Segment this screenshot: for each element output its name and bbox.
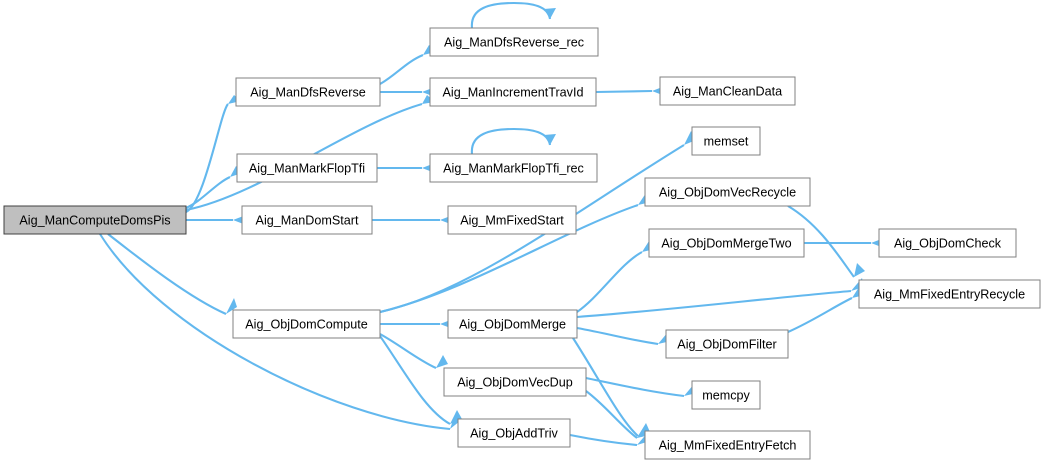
node-box[interactable] [241, 205, 373, 235]
node-label: Aig_MmFixedEntryRecycle [874, 287, 1025, 301]
edge-layer [99, 1, 884, 447]
node-box[interactable] [644, 430, 811, 460]
node-memset[interactable]: memset [691, 126, 761, 156]
node-box[interactable] [691, 126, 761, 156]
node-aig-objaddtriv[interactable]: Aig_ObjAddTriv [457, 418, 571, 448]
node-box[interactable] [457, 418, 571, 448]
node-aig-objdomfilter[interactable]: Aig_ObjDomFilter [665, 329, 789, 359]
node-aig-manmarkfloptfi[interactable]: Aig_ManMarkFlopTfi [236, 153, 378, 183]
node-label: Aig_ManDfsReverse [250, 85, 366, 99]
node-box[interactable] [878, 228, 1017, 258]
node-aig-manmarkfloptfi-rec[interactable]: Aig_ManMarkFlopTfi_rec [429, 153, 598, 183]
node-box[interactable] [858, 279, 1041, 309]
node-label: Aig_ObjDomCheck [894, 236, 1002, 250]
edge-computedomspis-to-manmarkfloptfi [185, 166, 242, 209]
node-aig-mandfsreverse[interactable]: Aig_ManDfsReverse [235, 77, 381, 107]
node-aig-objdomcompute[interactable]: Aig_ObjDomCompute [232, 309, 381, 339]
node-box[interactable] [659, 76, 796, 106]
edge-mandfsreverse-rec-self-loop [470, 1, 556, 29]
node-label: Aig_ObjDomMergeTwo [661, 236, 791, 250]
node-label: Aig_ManDomStart [256, 213, 359, 227]
node-box[interactable] [443, 367, 587, 397]
edge-manmarkfloptfi-rec-self-loop [470, 127, 556, 155]
node-box[interactable] [429, 153, 598, 183]
node-label: Aig_ManComputeDomsPis [19, 213, 170, 227]
node-label: Aig_MmFixedEntryFetch [659, 438, 797, 452]
node-box[interactable] [232, 309, 381, 339]
node-label: Aig_ManCleanData [673, 84, 782, 98]
edge-computedomspis-to-objdomcompute [107, 233, 237, 315]
node-aig-mmfixedstart[interactable]: Aig_MmFixedStart [447, 205, 577, 235]
node-label: Aig_ManMarkFlopTfi [249, 161, 365, 175]
node-aig-mancleandata[interactable]: Aig_ManCleanData [659, 76, 796, 106]
node-aig-objdomcheck[interactable]: Aig_ObjDomCheck [878, 228, 1017, 258]
node-box[interactable] [447, 309, 578, 339]
node-label: Aig_ObjDomVecRecycle [659, 185, 796, 199]
node-label: memcpy [702, 388, 750, 402]
node-box[interactable] [665, 329, 789, 359]
node-label: Aig_ObjDomMerge [459, 317, 566, 331]
node-label: Aig_MmFixedStart [460, 213, 564, 227]
node-box[interactable] [236, 153, 378, 183]
node-aig-objdommergetwo[interactable]: Aig_ObjDomMergeTwo [648, 228, 805, 258]
node-box[interactable] [648, 228, 805, 258]
node-box[interactable] [429, 27, 599, 57]
node-aig-mancomputedomspis[interactable]: Aig_ManComputeDomsPis [3, 205, 187, 235]
node-box[interactable] [644, 177, 811, 207]
node-aig-mandfsreverse-rec[interactable]: Aig_ManDfsReverse_rec [429, 27, 599, 57]
node-box[interactable] [447, 205, 577, 235]
node-aig-mandomstart[interactable]: Aig_ManDomStart [241, 205, 373, 235]
node-aig-mmfixedentryrecycle[interactable]: Aig_MmFixedEntryRecycle [858, 279, 1041, 309]
node-box[interactable] [691, 380, 761, 410]
node-aig-objdomvecdup[interactable]: Aig_ObjDomVecDup [443, 367, 587, 397]
node-box[interactable] [235, 77, 381, 107]
node-memcpy[interactable]: memcpy [691, 380, 761, 410]
node-label: Aig_ObjDomVecDup [457, 375, 573, 389]
node-aig-manincrementtravid[interactable]: Aig_ManIncrementTravId [429, 77, 597, 107]
node-label: memset [704, 134, 749, 148]
node-aig-mmfixedentryfetch[interactable]: Aig_MmFixedEntryFetch [644, 430, 811, 460]
node-aig-objdommerge[interactable]: Aig_ObjDomMerge [447, 309, 578, 339]
node-layer: Aig_ManComputeDomsPisAig_ManDfsReverseAi… [3, 27, 1041, 460]
node-label: Aig_ObjDomFilter [677, 337, 776, 351]
node-box[interactable] [3, 205, 187, 235]
node-box[interactable] [429, 77, 597, 107]
edge-objdomcompute-to-objdomvecdup [379, 333, 448, 369]
node-label: Aig_ManDfsReverse_rec [444, 35, 584, 49]
edge-objdomvecrecycle-to-mmfixedentryrecycle [787, 205, 865, 278]
node-label: Aig_ManIncrementTravId [443, 85, 584, 99]
node-label: Aig_ObjDomCompute [245, 317, 368, 331]
edge-objdomcompute-to-objaddtriv [379, 335, 462, 425]
node-aig-objdomvecrecycle[interactable]: Aig_ObjDomVecRecycle [644, 177, 811, 207]
node-label: Aig_ObjAddTriv [470, 426, 558, 440]
node-label: Aig_ManMarkFlopTfi_rec [443, 161, 584, 175]
